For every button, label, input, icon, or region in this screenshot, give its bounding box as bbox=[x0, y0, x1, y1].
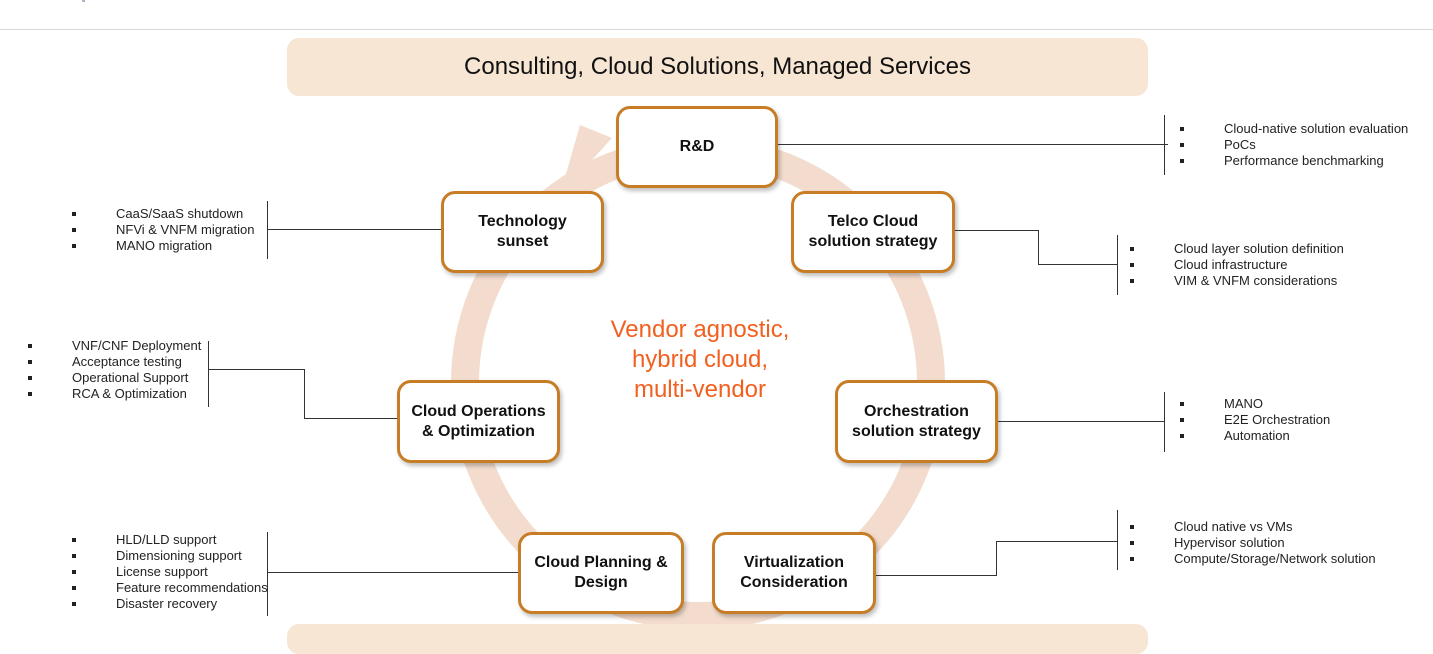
node-virt-label-2: Consideration bbox=[740, 574, 848, 591]
list-item: Cloud-native solution evaluation bbox=[1180, 121, 1408, 137]
list-rnd: Cloud-native solution evaluation PoCs Pe… bbox=[1180, 121, 1408, 169]
connector-telco-v bbox=[1038, 230, 1039, 265]
list-item: Cloud native vs VMs bbox=[1130, 519, 1376, 535]
center-line-2: hybrid cloud, bbox=[631, 346, 769, 373]
node-virt-label-1: Virtualization bbox=[743, 554, 845, 571]
list-item: Compute/Storage/Network solution bbox=[1130, 551, 1376, 567]
list-item: Hypervisor solution bbox=[1130, 535, 1376, 551]
list-item: VNF/CNF Deployment bbox=[28, 338, 201, 354]
list-item: Feature recommendations bbox=[72, 580, 268, 596]
connector-telco-h2 bbox=[1038, 264, 1118, 265]
list-plan: HLD/LLD support Dimensioning support Lic… bbox=[72, 532, 268, 612]
list-sunset: CaaS/SaaS shutdown NFVi & VNFM migration… bbox=[72, 206, 254, 254]
list-virt: Cloud native vs VMs Hypervisor solution … bbox=[1130, 519, 1376, 567]
connector-plan-h bbox=[267, 572, 518, 573]
bracket-rnd bbox=[1164, 115, 1165, 175]
node-ops-label-2: & Optimization bbox=[422, 422, 535, 440]
node-cloud-planning[interactable]: Cloud Planning & Design bbox=[518, 532, 684, 614]
connector-rnd-h bbox=[778, 144, 1168, 145]
node-rnd-label: R&D bbox=[679, 138, 715, 155]
node-technology-sunset[interactable]: Technology sunset bbox=[441, 191, 604, 273]
center-line-1: Vendor agnostic, bbox=[610, 316, 790, 343]
node-telco-label-2: solution strategy bbox=[808, 233, 938, 250]
connector-sunset-h bbox=[268, 229, 441, 230]
node-plan-label-1: Cloud Planning & bbox=[534, 554, 668, 571]
connector-virt-h2 bbox=[996, 541, 1118, 542]
node-orch-label-2: solution strategy bbox=[852, 422, 981, 440]
list-item: E2E Orchestration bbox=[1180, 412, 1330, 428]
header-divider bbox=[0, 29, 1433, 30]
bracket-orch bbox=[1164, 392, 1165, 452]
bracket-ops bbox=[208, 341, 209, 407]
list-item: PoCs bbox=[1180, 137, 1408, 153]
bracket-virt bbox=[1117, 510, 1118, 570]
list-item: NFVi & VNFM migration bbox=[72, 222, 254, 238]
node-orch-label-1: Orchestration bbox=[864, 402, 969, 420]
node-plan-label-2: Design bbox=[574, 574, 628, 591]
node-sunset-label-2: sunset bbox=[496, 233, 549, 250]
bottom-banner bbox=[287, 624, 1148, 654]
connector-virt-v bbox=[996, 541, 997, 576]
list-item: Dimensioning support bbox=[72, 548, 268, 564]
node-telco-label-1: Telco Cloud bbox=[827, 213, 919, 230]
connector-ops-v bbox=[304, 369, 305, 419]
list-item: Performance benchmarking bbox=[1180, 153, 1408, 169]
list-item: CaaS/SaaS shutdown bbox=[72, 206, 254, 222]
center-statement: Vendor agnostic, hybrid cloud, multi-ven… bbox=[560, 315, 840, 405]
list-item: Automation bbox=[1180, 428, 1330, 444]
node-ops-label-1: Cloud Operations bbox=[411, 402, 546, 420]
list-item: MANO migration bbox=[72, 238, 254, 254]
list-item: License support bbox=[72, 564, 268, 580]
center-line-3: multi-vendor bbox=[633, 376, 767, 403]
list-ops: VNF/CNF Deployment Acceptance testing Op… bbox=[28, 338, 201, 402]
node-telco-cloud-strategy[interactable]: Telco Cloud solution strategy bbox=[791, 191, 955, 273]
list-item: Disaster recovery bbox=[72, 596, 268, 612]
list-item: Cloud layer solution definition bbox=[1130, 241, 1344, 257]
list-telco: Cloud layer solution definition Cloud in… bbox=[1130, 241, 1344, 289]
list-item: Acceptance testing bbox=[28, 354, 201, 370]
node-rnd[interactable]: R&D bbox=[616, 106, 778, 188]
list-item: Operational Support bbox=[28, 370, 201, 386]
connector-virt-h1 bbox=[876, 575, 997, 576]
bracket-telco bbox=[1117, 235, 1118, 295]
connector-ops-h2 bbox=[304, 418, 397, 419]
list-item: Cloud infrastructure bbox=[1130, 257, 1344, 273]
bracket-sunset bbox=[267, 201, 268, 259]
top-banner: Consulting, Cloud Solutions, Managed Ser… bbox=[287, 38, 1148, 96]
header-mark bbox=[82, 0, 85, 2]
top-banner-label: Consulting, Cloud Solutions, Managed Ser… bbox=[464, 53, 971, 80]
list-orch: MANO E2E Orchestration Automation bbox=[1180, 396, 1330, 444]
list-item: VIM & VNFM considerations bbox=[1130, 273, 1344, 289]
connector-telco-h1 bbox=[955, 230, 1039, 231]
bracket-plan bbox=[267, 532, 268, 616]
cycle-arrowhead bbox=[560, 125, 612, 195]
node-orchestration-strategy[interactable]: Orchestration solution strategy bbox=[835, 380, 998, 463]
node-cloud-operations[interactable]: Cloud Operations & Optimization bbox=[397, 380, 560, 463]
connector-ops-h1 bbox=[209, 369, 305, 370]
node-sunset-label-1: Technology bbox=[478, 213, 567, 230]
list-item: MANO bbox=[1180, 396, 1330, 412]
list-item: HLD/LLD support bbox=[72, 532, 268, 548]
list-item: RCA & Optimization bbox=[28, 386, 201, 402]
connector-orch-h bbox=[998, 421, 1165, 422]
